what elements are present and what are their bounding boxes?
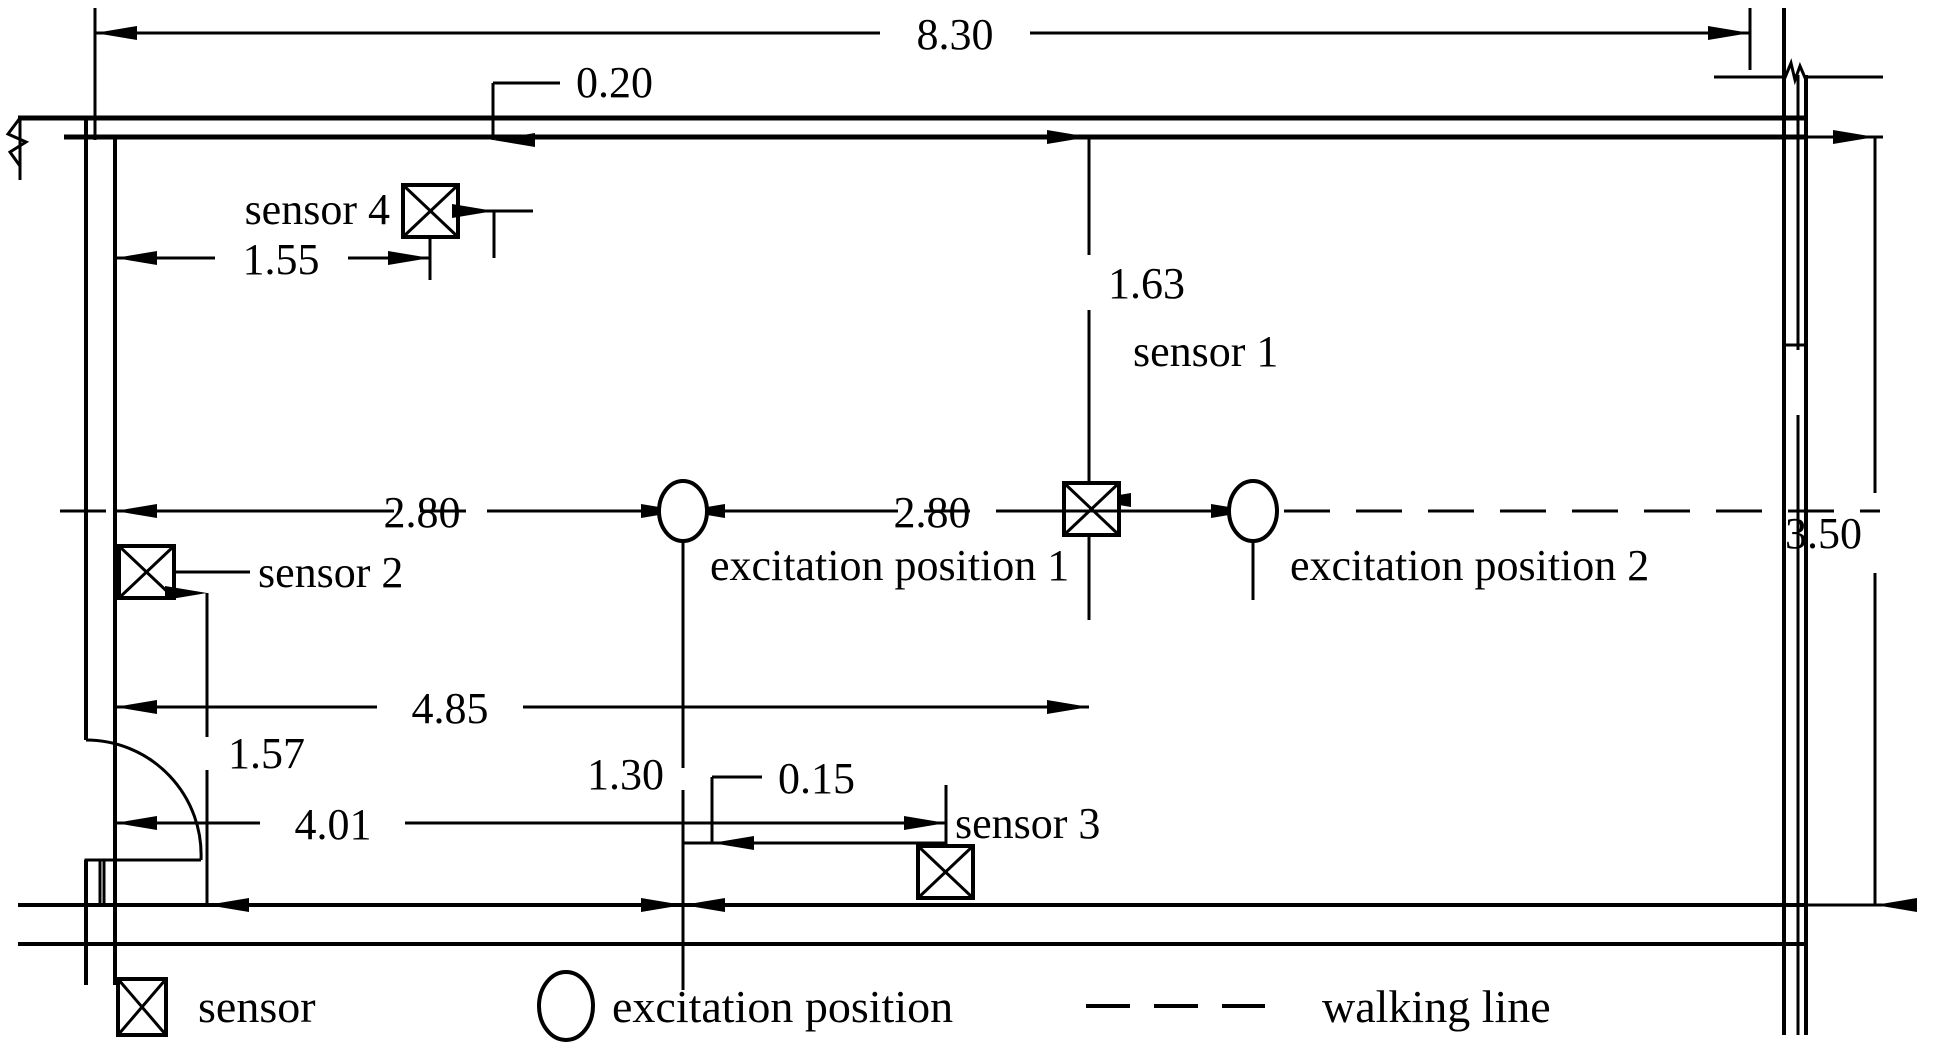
dimension-overall-width: 8.30 <box>93 8 1752 140</box>
excitation-2-label: excitation position 2 <box>1290 541 1649 590</box>
dim-label-4-85: 4.85 <box>412 684 489 733</box>
dim-label-1-57: 1.57 <box>228 729 305 778</box>
dim-label-2-80-right: 2.80 <box>894 488 971 537</box>
excitation-2-group: excitation position 2 <box>1227 479 1649 590</box>
door-leaf <box>84 858 102 907</box>
excitation-1-circle-icon <box>657 479 709 543</box>
left-wall-break-icon <box>5 117 30 167</box>
legend-walking-label: walking line <box>1322 981 1551 1032</box>
dimension-excitation1-offset: 1.30 <box>587 745 725 990</box>
door-group <box>84 738 203 907</box>
sensor-2-x2-icon <box>117 544 176 600</box>
dim-label-8-30: 8.30 <box>917 10 994 59</box>
sensor-1-label: sensor 1 <box>1133 327 1278 376</box>
sensor-2-label: sensor 2 <box>258 548 403 597</box>
sensor-2-group: sensor 2 <box>117 544 403 600</box>
dimension-wall-thickness: 0.20 <box>491 58 653 147</box>
dimension-excitation1-to-2: 2.80 <box>683 480 1255 600</box>
walls-group <box>5 8 1883 1035</box>
excitation-1-label: excitation position 1 <box>710 541 1069 590</box>
dimension-sensor1-from-top: 1.63 <box>1047 130 1185 507</box>
dimension-overall-height: 3.50 <box>1720 130 1917 912</box>
dim-label-1-55: 1.55 <box>243 235 320 284</box>
sensor-4-label: sensor 4 <box>245 185 390 234</box>
door-swing-arc-icon <box>85 738 203 861</box>
sensor-1-group: sensor 1 <box>1062 327 1278 620</box>
dim-label-1-63: 1.63 <box>1108 259 1185 308</box>
dim-label-3-50: 3.50 <box>1785 509 1862 558</box>
dimension-sensor3-offset: 0.15 <box>710 754 855 850</box>
dim-label-0-15: 0.15 <box>778 754 855 803</box>
dimension-sensor4-from-left: 1.55 <box>115 235 430 284</box>
sensor-3-group: sensor 3 <box>916 799 1100 900</box>
legend-excitation-label: excitation position <box>612 981 953 1032</box>
legend-sensor-label: sensor <box>198 981 316 1032</box>
dim-label-0-20: 0.20 <box>576 58 653 107</box>
dimension-left-to-excitation1: 2.80 <box>115 480 685 745</box>
dimension-left-to-sensor3: 4.01 <box>115 785 948 870</box>
legend-group: sensor excitation position walking line <box>116 970 1551 1042</box>
right-wall-break-icon <box>1782 58 1808 86</box>
legend-sensor-x2-icon <box>116 978 168 1036</box>
sensor-3-x2-icon <box>916 844 975 900</box>
sensor-4-group: sensor 4 <box>245 183 533 280</box>
sensor-3-label: sensor 3 <box>955 799 1100 848</box>
dim-label-1-30: 1.30 <box>587 750 664 799</box>
dimension-left-to-sensor1: 4.85 <box>115 684 1089 733</box>
dim-label-2-80-left: 2.80 <box>384 488 461 537</box>
dim-label-4-01: 4.01 <box>295 800 372 849</box>
legend-excitation-circle-icon <box>537 970 595 1042</box>
sensor-1-x2-icon <box>1062 481 1121 537</box>
sensor-4-x2-icon <box>401 183 460 239</box>
excitation-1-group: excitation position 1 <box>657 479 1069 590</box>
dimension-sensor2-from-bottom: 1.57 <box>165 586 305 912</box>
excitation-2-circle-icon <box>1227 479 1279 543</box>
